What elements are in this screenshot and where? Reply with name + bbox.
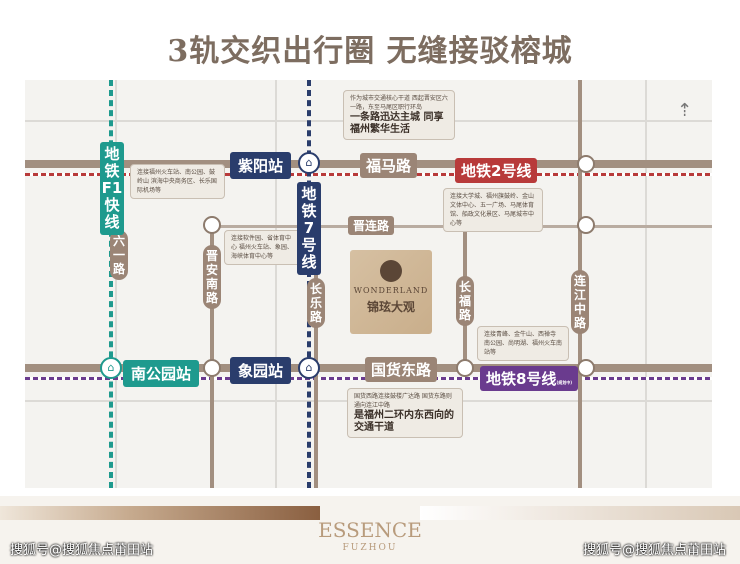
note-guohuo-small: 国货西路连接鼓楼广达路 国货东路则通向连江中路 (354, 393, 452, 409)
note-fuma-small: 作为城市交通核心干道 西起晋安区六一路，东至马尾区职行环岛 (350, 95, 448, 111)
road-label-liuyi: 六一路 (110, 230, 128, 280)
watermark-left: 搜狐号@搜狐焦点莆田站 (10, 543, 154, 558)
project-marker: WONDERLAND 锦玹大观 (350, 250, 432, 334)
road-label-changfu: 长福路 (456, 276, 474, 326)
metro-station-icon: ⌂ (100, 357, 122, 379)
road-label-jinlian: 晋连路 (348, 216, 395, 235)
metro-label-8-sub: (规划中) (556, 380, 573, 385)
road-label-changle: 长乐路 (307, 278, 325, 328)
footer-banner: ESSENCE FUZHOU 搜狐号@搜狐焦点莆田站 搜狐号@搜狐焦点莆田站 (0, 496, 740, 564)
metro-line-f1 (109, 80, 113, 488)
road-label-fuma: 福马路 (360, 153, 418, 178)
note-fuma-bold: 一条路迅达主城 同享福州繁华生活 (350, 112, 444, 135)
project-name: 锦玹大观 (366, 300, 415, 314)
page-title: 3轨交织出行圈 无缝接驳榕城 (167, 34, 573, 69)
note-line2-text: 连接大学城、福州旗鼓岭、金山文体中心、五一广场、马尾体育馆、船政文化景区、马尾城… (450, 193, 535, 227)
metro-label-8: 地铁8号线(规划中) (480, 366, 579, 391)
metro-label-7: 地铁7号线 (297, 182, 321, 275)
metro-station-icon: ⌂ (298, 357, 320, 379)
note-line7-text: 连接软件园、省体育中心 福州火车站、象园、海峡体育中心等 (231, 235, 293, 260)
note-f1-text: 连接福州火车站、南公园、鼓岭山 滨海中央商务区、长乐国际机场等 (137, 169, 217, 194)
watermark-right: 搜狐号@搜狐焦点莆田站 (582, 543, 726, 558)
project-brand: WONDERLAND (353, 286, 429, 295)
note-line8-text: 连接青峰、金牛山、西禅寺 南公园、尚明湖、福州火车南站等 (484, 331, 563, 356)
road-label-lianjiang: 连江中路 (571, 270, 589, 334)
project-logo-icon (380, 260, 402, 282)
note-line8: 连接青峰、金牛山、西禅寺 南公园、尚明湖、福州火车南站等 (477, 326, 569, 361)
map: ⌂ ⌂ ⌂ 福马路 晋连路 国货东路 晋安南路 长乐路 长福路 连江中路 六一路… (25, 80, 712, 488)
note-guohuo-bold: 是福州二环内东西向的 交通干道 (354, 410, 454, 433)
note-line7: 连接软件园、省体育中心 福州火车站、象园、海峡体育中心等 (224, 230, 302, 265)
note-fuma: 作为城市交通核心干道 西起晋安区六一路，东至马尾区职行环岛一条路迅达主城 同享福… (343, 90, 455, 140)
road-changle (314, 225, 318, 488)
note-guohuo: 国货西路连接鼓楼广达路 国货东路则通向连江中路是福州二环内东西向的 交通干道 (347, 388, 463, 438)
note-line2: 连接大学城、福州旗鼓岭、金山文体中心、五一广场、马尾体育馆、船政文化景区、马尾城… (443, 188, 543, 232)
footer-logo: ESSENCE (318, 518, 422, 542)
metro-label-8-text: 地铁8号线 (486, 370, 557, 388)
north-arrow-icon: ⇡ (677, 100, 693, 121)
metro-label-2: 地铁2号线 (455, 158, 538, 183)
station-xiangyuan: 象园站 (230, 357, 292, 384)
metro-label-f1: 地铁F1快线 (100, 142, 124, 235)
metro-station-icon: ⌂ (298, 152, 320, 174)
metro-label-2-text: 地铁2号线 (461, 162, 532, 180)
note-f1: 连接福州火车站、南公园、鼓岭山 滨海中央商务区、长乐国际机场等 (130, 164, 225, 199)
road-label-guohuo: 国货东路 (365, 357, 438, 382)
road-label-jinan: 晋安南路 (203, 245, 221, 309)
footer-logo-sub: FUZHOU (342, 543, 398, 553)
station-ziyang: 紫阳站 (230, 152, 292, 179)
road-jinan (210, 225, 214, 488)
station-nangongyuan: 南公园站 (123, 360, 200, 387)
